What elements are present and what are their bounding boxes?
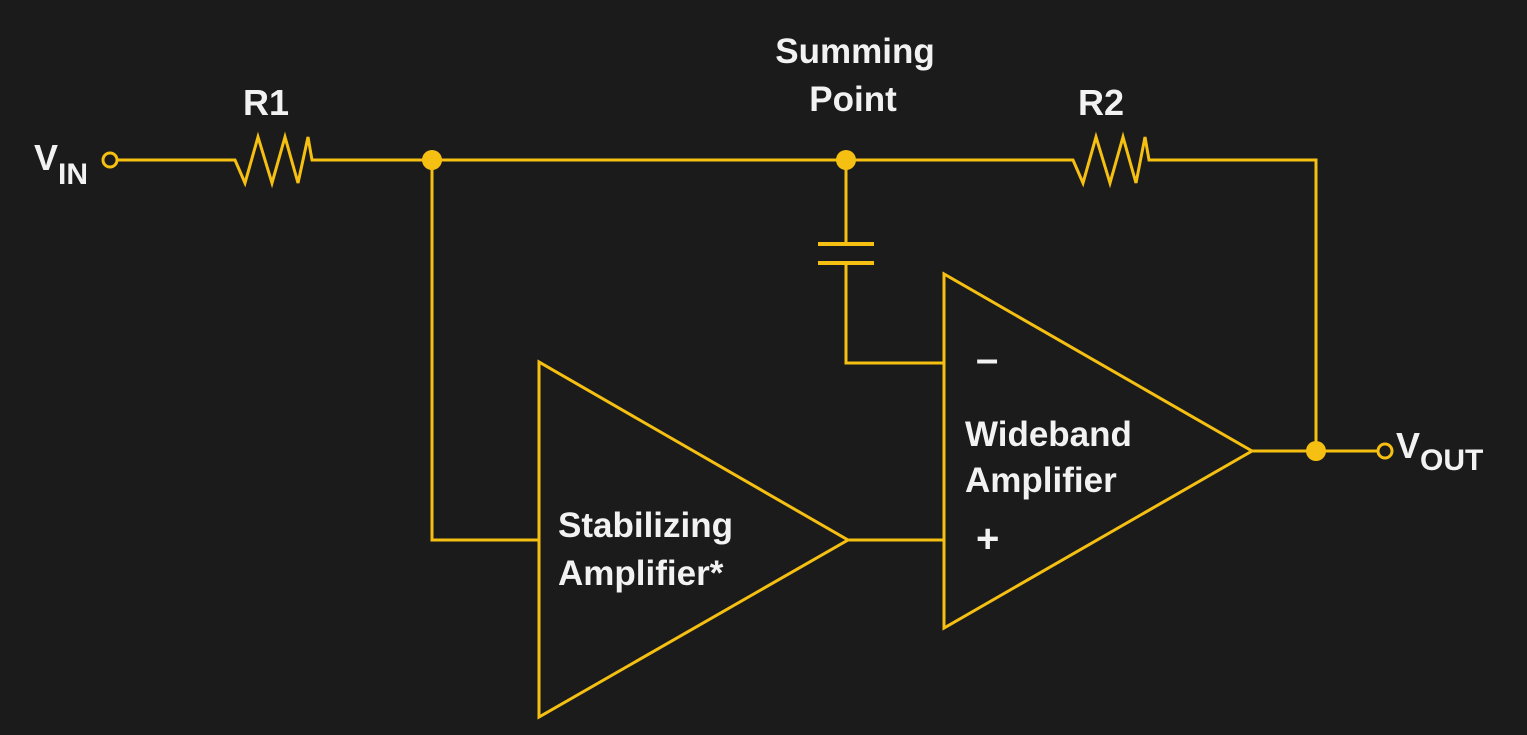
stabilizing-amplifier-label-line1: Stabilizing <box>558 506 733 545</box>
vout-terminal <box>1376 442 1394 460</box>
noninverting-input-sign: + <box>976 517 999 561</box>
vin-label: VIN <box>34 137 88 191</box>
wire-junction-stab-input <box>430 160 540 542</box>
capacitor <box>818 160 944 365</box>
r1-zigzag <box>228 131 318 189</box>
wideband-amplifier: – Wideband Amplifier + <box>942 271 1256 631</box>
stabilizing-amplifier-triangle <box>537 359 852 720</box>
wire-cap-inverting-input <box>844 263 944 365</box>
r2-zigzag <box>1067 131 1155 189</box>
stabilizing-amplifier-label-line2: Amplifier* <box>558 554 724 593</box>
wideband-amplifier-triangle <box>942 271 1256 631</box>
junction-output <box>1306 441 1326 461</box>
r2-label: R2 <box>1078 82 1124 123</box>
stabilizing-amplifier: Stabilizing Amplifier* <box>537 359 852 720</box>
summing-point-label-line1: Summing <box>775 32 934 71</box>
wideband-amplifier-label-line2: Amplifier <box>965 461 1117 500</box>
resistor-r1: R1 <box>228 82 318 189</box>
input-node: VIN <box>34 137 228 191</box>
r1-label: R1 <box>243 82 289 123</box>
summing-point-label-line2: Point <box>809 80 897 119</box>
wire-r2-feedback <box>1155 158 1318 451</box>
inverting-input-sign: – <box>976 337 998 381</box>
vin-terminal <box>101 151 119 169</box>
resistor-r2: R2 <box>1067 82 1155 189</box>
wideband-amplifier-label-line1: Wideband <box>965 415 1132 454</box>
vout-label: VOUT <box>1396 425 1483 477</box>
